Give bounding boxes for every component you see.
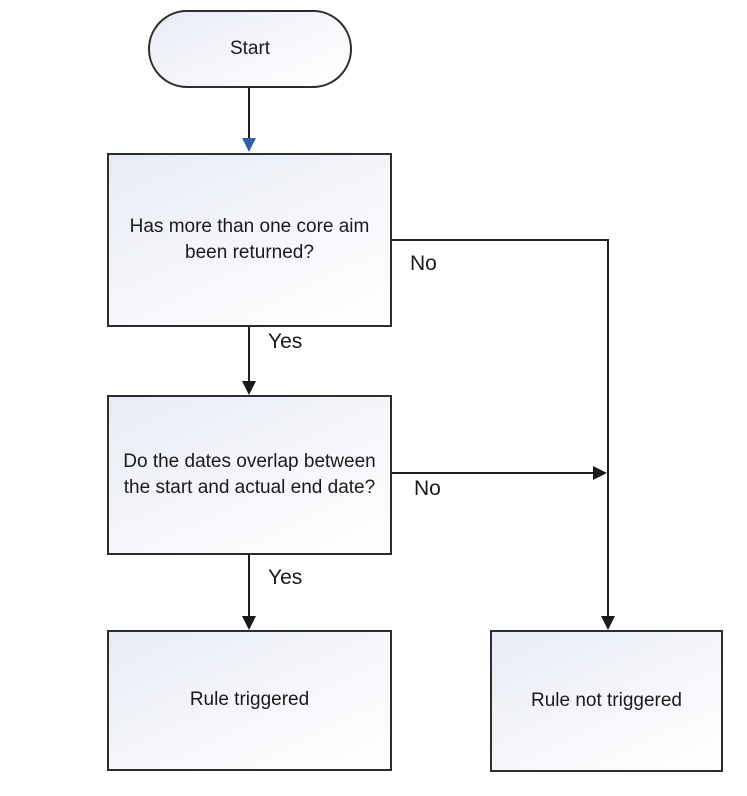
edge-label-yes2: Yes (266, 566, 305, 590)
connector-decision2-yes (248, 555, 250, 616)
edge-label-yes1: Yes (266, 330, 305, 354)
decision-core-aim-label: Has more than one core aim been returned… (129, 215, 370, 263)
connector-start-to-decision1 (248, 88, 250, 139)
arrowhead-down-icon (242, 616, 256, 630)
decision-dates-overlap-label: Do the dates overlap between the start a… (123, 450, 376, 498)
decision-dates-overlap-node: Do the dates overlap between the start a… (107, 395, 392, 555)
arrowhead-down-icon (601, 616, 615, 630)
arrowhead-right-icon (593, 466, 607, 480)
arrowhead-down-blue-icon (242, 138, 256, 152)
connector-decision2-no (392, 472, 593, 474)
rule-triggered-node: Rule triggered (107, 630, 392, 771)
edge-label-no2: No (412, 477, 443, 501)
edge-label-no1: No (408, 252, 439, 276)
arrowhead-down-icon (242, 381, 256, 395)
start-node-label: Start (229, 37, 271, 59)
connector-decision1-no-horizontal (392, 239, 609, 241)
rule-triggered-label: Rule triggered (189, 689, 310, 711)
rule-not-triggered-node: Rule not triggered (490, 630, 723, 772)
connector-decision1-yes (248, 327, 250, 381)
connector-decision1-no-vertical (607, 239, 609, 616)
start-node: Start (148, 10, 352, 88)
rule-not-triggered-label: Rule not triggered (530, 689, 683, 711)
decision-core-aim-node: Has more than one core aim been returned… (107, 153, 392, 327)
